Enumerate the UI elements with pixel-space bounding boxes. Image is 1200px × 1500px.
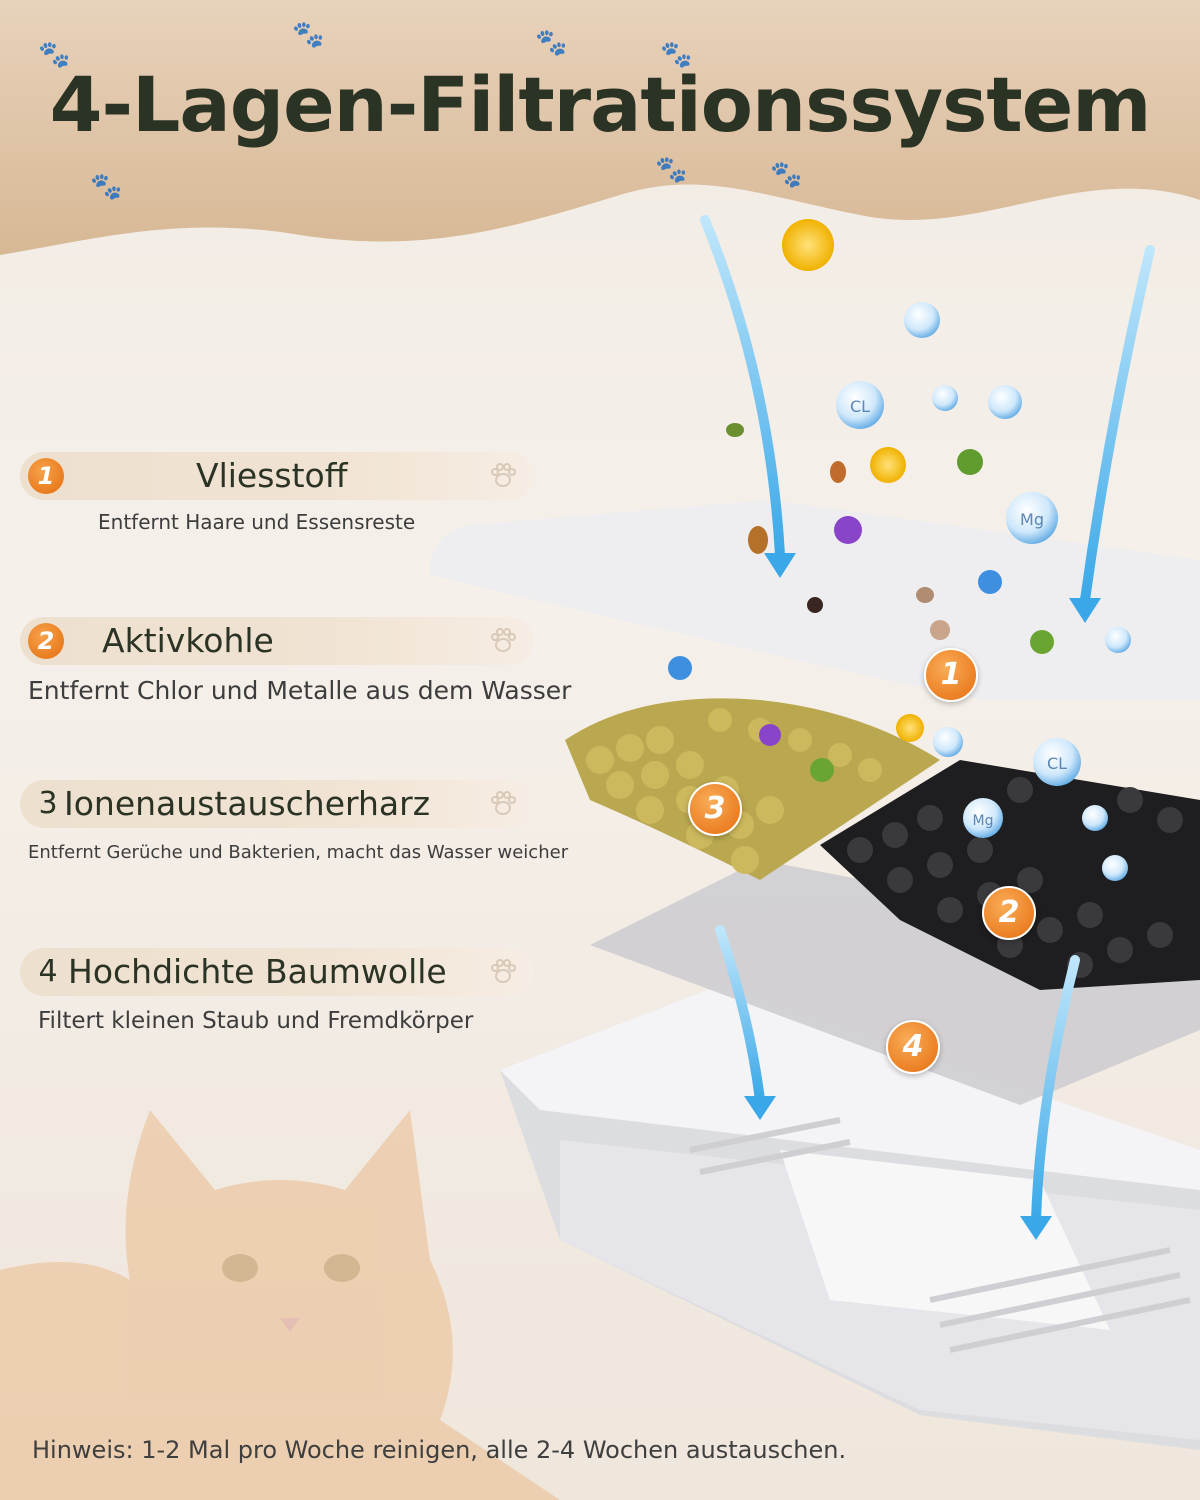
page-title: 4-Lagen-Filtrationssystem — [49, 60, 1152, 149]
layer-marker-3: 3 — [688, 782, 742, 836]
magnesium-label: Mg — [973, 813, 994, 829]
header-wave — [0, 0, 1200, 255]
layer-name: Aktivkohle — [102, 621, 274, 660]
layer-description: Filtert kleinen Staub und Fremdkörper — [38, 1008, 474, 1034]
paw-icon: 🐾 — [660, 40, 693, 70]
layer-description: Entfernt Gerüche und Bakterien, macht da… — [28, 842, 569, 863]
layer-name: Vliesstoff — [196, 456, 348, 495]
layer-label-3: 3 Ionenaustauscherharz — [20, 780, 534, 828]
paw-icon — [491, 791, 516, 815]
paw-icon: 🐾 — [770, 160, 803, 190]
paw-icon: 🐾 — [535, 28, 568, 58]
contaminant-particles — [668, 219, 1054, 782]
maintenance-note: Hinweis: 1-2 Mal pro Woche reinigen, all… — [32, 1436, 847, 1464]
layer-number-badge: 1 — [28, 458, 64, 494]
layer-number-badge: 3 — [28, 784, 68, 824]
layer-description: Entfernt Haare und Essensreste — [98, 510, 416, 534]
paw-icon: 🐾 — [292, 20, 325, 50]
paw-icon — [491, 959, 516, 983]
paw-icon — [491, 463, 516, 487]
layer-label-4: 4 Hochdichte Baumwolle — [20, 948, 534, 996]
layer-name: Ionenaustauscherharz — [64, 784, 431, 823]
layer-number-badge: 2 — [28, 623, 64, 659]
water-flow-arrows — [700, 215, 1155, 1225]
paw-icon: 🐾 — [38, 40, 71, 70]
paw-icon — [491, 628, 516, 652]
layer-name: Hochdichte Baumwolle — [68, 952, 447, 991]
layer-label-2: 2 Aktivkohle — [20, 617, 534, 665]
paw-icon: 🐾 — [655, 155, 688, 185]
layer-marker-4: 4 — [886, 1020, 940, 1074]
layer-3-resin — [565, 698, 940, 880]
layer-marker-1: 1 — [924, 648, 978, 702]
layer-description: Entfernt Chlor und Metalle aus dem Wasse… — [28, 676, 572, 705]
paw-icon: 🐾 — [90, 172, 123, 202]
layer-label-1: 1 Vliesstoff — [20, 452, 534, 500]
layer-marker-2: 2 — [982, 886, 1036, 940]
chlorine-label: CL — [850, 397, 870, 416]
cat-image — [0, 1110, 560, 1500]
magnesium-label: Mg — [1020, 510, 1044, 529]
layer-number-badge: 4 — [28, 952, 68, 992]
chlorine-label: CL — [1047, 754, 1067, 773]
ion-bubbles — [836, 302, 1131, 881]
